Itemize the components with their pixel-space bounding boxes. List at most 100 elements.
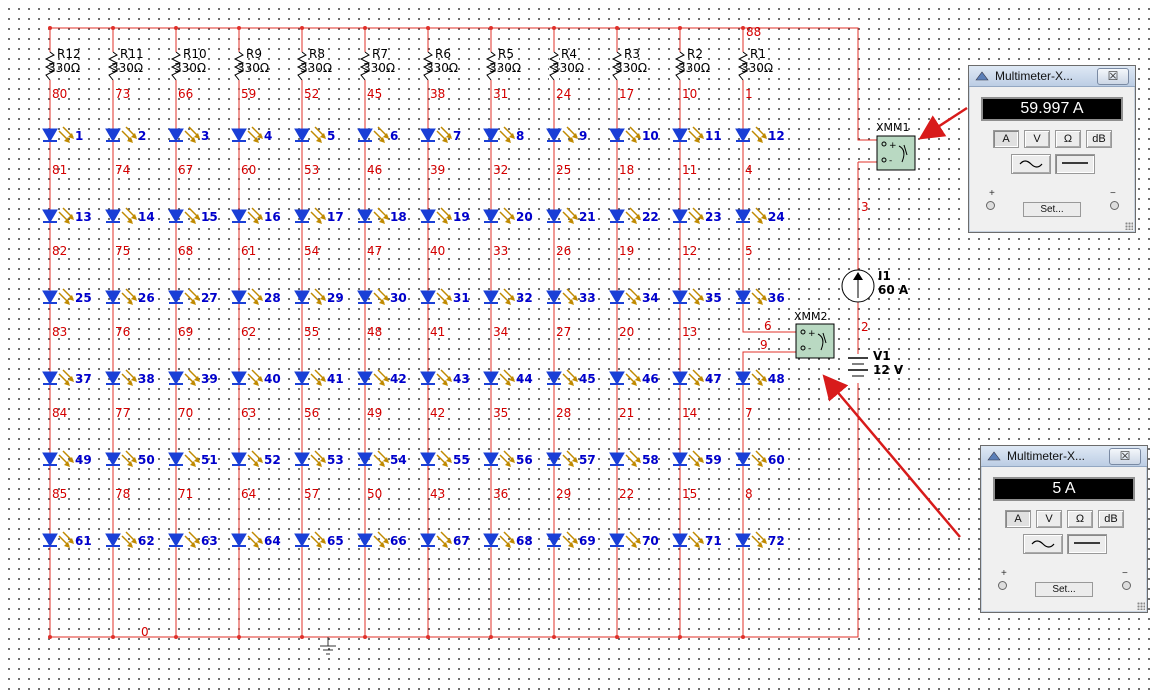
- plus-terminal-jack[interactable]: [986, 201, 995, 210]
- amps-button[interactable]: A: [993, 130, 1019, 148]
- led-diode[interactable]: [735, 126, 767, 143]
- multimeter-2-titlebar[interactable]: Multimeter-X... ☒: [981, 446, 1147, 467]
- resistor[interactable]: [422, 51, 434, 81]
- led-diode[interactable]: [294, 369, 326, 386]
- ac-mode-button[interactable]: [1023, 534, 1063, 554]
- led-diode[interactable]: [231, 126, 263, 143]
- multimeter-window-2[interactable]: Multimeter-X... ☒ 5 A A V Ω dB + − Set..…: [980, 445, 1148, 613]
- dc-mode-button[interactable]: [1067, 534, 1107, 554]
- battery-v1[interactable]: [845, 354, 871, 382]
- resize-grip[interactable]: [1125, 222, 1133, 230]
- led-diode[interactable]: [231, 288, 263, 305]
- led-diode[interactable]: [231, 450, 263, 467]
- resistor[interactable]: [737, 51, 749, 81]
- led-diode[interactable]: [483, 207, 515, 224]
- led-diode[interactable]: [609, 207, 641, 224]
- led-diode[interactable]: [420, 531, 452, 548]
- led-diode[interactable]: [168, 531, 200, 548]
- led-diode[interactable]: [735, 369, 767, 386]
- multimeter-xmm2-symbol[interactable]: + -: [795, 323, 835, 359]
- led-diode[interactable]: [420, 207, 452, 224]
- led-diode[interactable]: [105, 207, 137, 224]
- led-diode[interactable]: [672, 531, 704, 548]
- resistor[interactable]: [107, 51, 119, 81]
- led-diode[interactable]: [294, 207, 326, 224]
- led-diode[interactable]: [609, 450, 641, 467]
- led-diode[interactable]: [357, 531, 389, 548]
- led-diode[interactable]: [546, 450, 578, 467]
- led-diode[interactable]: [105, 531, 137, 548]
- led-diode[interactable]: [672, 126, 704, 143]
- led-diode[interactable]: [105, 450, 137, 467]
- led-diode[interactable]: [357, 207, 389, 224]
- dc-mode-button[interactable]: [1055, 154, 1095, 174]
- led-diode[interactable]: [420, 126, 452, 143]
- led-diode[interactable]: [609, 288, 641, 305]
- resistor[interactable]: [296, 51, 308, 81]
- resistor[interactable]: [485, 51, 497, 81]
- resistor[interactable]: [359, 51, 371, 81]
- led-diode[interactable]: [42, 450, 74, 467]
- amps-button[interactable]: A: [1005, 510, 1031, 528]
- led-diode[interactable]: [546, 369, 578, 386]
- led-diode[interactable]: [546, 207, 578, 224]
- led-diode[interactable]: [546, 126, 578, 143]
- led-diode[interactable]: [357, 369, 389, 386]
- resistor[interactable]: [674, 51, 686, 81]
- led-diode[interactable]: [357, 288, 389, 305]
- resistor[interactable]: [170, 51, 182, 81]
- led-diode[interactable]: [483, 126, 515, 143]
- plus-terminal-jack[interactable]: [998, 581, 1007, 590]
- led-diode[interactable]: [735, 531, 767, 548]
- led-diode[interactable]: [483, 531, 515, 548]
- volts-button[interactable]: V: [1024, 130, 1050, 148]
- led-diode[interactable]: [609, 126, 641, 143]
- led-diode[interactable]: [672, 450, 704, 467]
- resistor[interactable]: [44, 51, 56, 81]
- led-diode[interactable]: [42, 369, 74, 386]
- resistor[interactable]: [611, 51, 623, 81]
- close-icon[interactable]: ☒: [1109, 448, 1141, 465]
- resistor[interactable]: [548, 51, 560, 81]
- ohms-button[interactable]: Ω: [1055, 130, 1081, 148]
- led-diode[interactable]: [105, 369, 137, 386]
- led-diode[interactable]: [42, 288, 74, 305]
- led-diode[interactable]: [168, 450, 200, 467]
- volts-button[interactable]: V: [1036, 510, 1062, 528]
- ac-mode-button[interactable]: [1011, 154, 1051, 174]
- led-diode[interactable]: [672, 207, 704, 224]
- led-diode[interactable]: [483, 369, 515, 386]
- current-source-i1[interactable]: [841, 269, 875, 303]
- led-diode[interactable]: [357, 450, 389, 467]
- led-diode[interactable]: [231, 207, 263, 224]
- led-diode[interactable]: [168, 288, 200, 305]
- led-diode[interactable]: [42, 207, 74, 224]
- set-button[interactable]: Set...: [1035, 582, 1093, 597]
- set-button[interactable]: Set...: [1023, 202, 1081, 217]
- led-diode[interactable]: [105, 288, 137, 305]
- led-diode[interactable]: [168, 126, 200, 143]
- led-diode[interactable]: [294, 450, 326, 467]
- led-diode[interactable]: [483, 288, 515, 305]
- led-diode[interactable]: [420, 369, 452, 386]
- led-diode[interactable]: [546, 531, 578, 548]
- led-diode[interactable]: [672, 369, 704, 386]
- multimeter-1-titlebar[interactable]: Multimeter-X... ☒: [969, 66, 1135, 87]
- led-diode[interactable]: [609, 369, 641, 386]
- multimeter-window-1[interactable]: Multimeter-X... ☒ 59.997 A A V Ω dB + − …: [968, 65, 1136, 233]
- led-diode[interactable]: [483, 450, 515, 467]
- close-icon[interactable]: ☒: [1097, 68, 1129, 85]
- led-diode[interactable]: [609, 531, 641, 548]
- led-diode[interactable]: [42, 531, 74, 548]
- led-diode[interactable]: [231, 369, 263, 386]
- led-diode[interactable]: [672, 288, 704, 305]
- led-diode[interactable]: [294, 531, 326, 548]
- led-diode[interactable]: [420, 450, 452, 467]
- led-diode[interactable]: [168, 207, 200, 224]
- led-diode[interactable]: [231, 531, 263, 548]
- led-diode[interactable]: [42, 126, 74, 143]
- multimeter-xmm1-symbol[interactable]: + -: [876, 135, 916, 171]
- minus-terminal-jack[interactable]: [1110, 201, 1119, 210]
- led-diode[interactable]: [735, 450, 767, 467]
- led-diode[interactable]: [168, 369, 200, 386]
